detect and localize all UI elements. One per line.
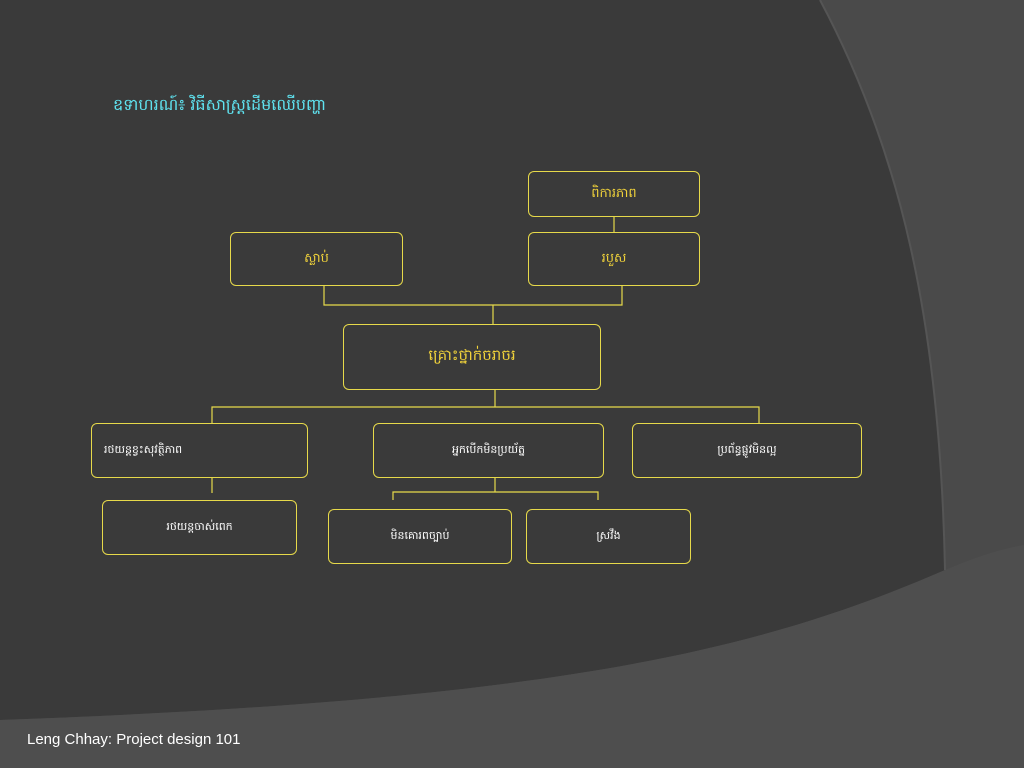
node-cause-middle: អ្នកបើកមិនប្រយ័ត្ន — [373, 423, 604, 478]
node-sub-middle: មិនគោរពច្បាប់ — [328, 509, 512, 564]
node-cause-left: រថយន្តខ្វះសុវត្ថិភាព — [91, 423, 308, 478]
slide-footer: Leng Chhay: Project design 101 — [27, 731, 241, 748]
background-curve-band — [0, 545, 1024, 768]
node-top-right: ពិការភាព — [528, 171, 700, 217]
background-curve-edge — [819, 0, 946, 571]
connector-causes-bar — [211, 406, 760, 423]
node-sub-left: រថយន្តចាស់ពេក — [102, 500, 297, 555]
node-effect-left: ស្លាប់ — [230, 232, 403, 286]
node-effect-right: របួស — [528, 232, 700, 286]
node-sub-right: ស្រវឹង — [526, 509, 691, 564]
tree-connectors — [211, 217, 760, 500]
connector-sub-bar — [392, 491, 599, 500]
node-cause-right: ប្រព័ន្ធផ្លូវមិនល្អ — [632, 423, 862, 478]
connector-effects-to-central — [323, 286, 623, 306]
node-central: គ្រោះថ្នាក់ចរាចរ — [343, 324, 601, 390]
slide-title: ឧទាហរណ៍៖ វិធីសាស្រ្តដើមឈើបញ្ហា — [113, 95, 327, 114]
